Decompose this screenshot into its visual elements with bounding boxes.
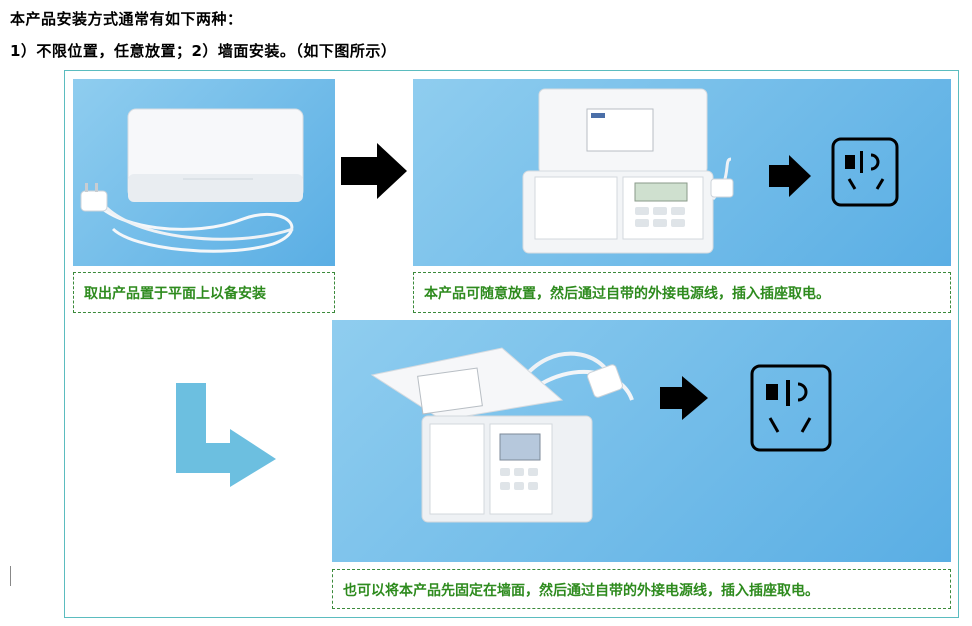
open-product-illustration bbox=[522, 88, 899, 254]
illustration-frame bbox=[64, 70, 959, 618]
product-box-photo bbox=[73, 79, 335, 266]
caption-take-out: 取出产品置于平面上以备安装 bbox=[73, 272, 335, 313]
next-arrow-icon bbox=[341, 143, 407, 199]
open-product-photo bbox=[413, 79, 951, 266]
page-margin-mark bbox=[0, 566, 11, 586]
caption-free-placement: 本产品可随意放置，然后通过自带的外接电源线，插入插座取电。 bbox=[413, 272, 951, 313]
wall-mounted-illustration bbox=[370, 347, 832, 523]
intro-line-1: 本产品安装方式通常有如下两种： bbox=[10, 10, 243, 28]
turn-arrow-icon bbox=[176, 383, 276, 487]
intro-line-2: 1）不限位置，任意放置；2）墙面安装。（如下图所示） bbox=[10, 42, 397, 60]
caption-wall-mount: 也可以将本产品先固定在墙面，然后通过自带的外接电源线，插入插座取电。 bbox=[332, 569, 951, 609]
wall-mounted-photo bbox=[332, 320, 951, 562]
product-box-illustration bbox=[80, 108, 304, 253]
